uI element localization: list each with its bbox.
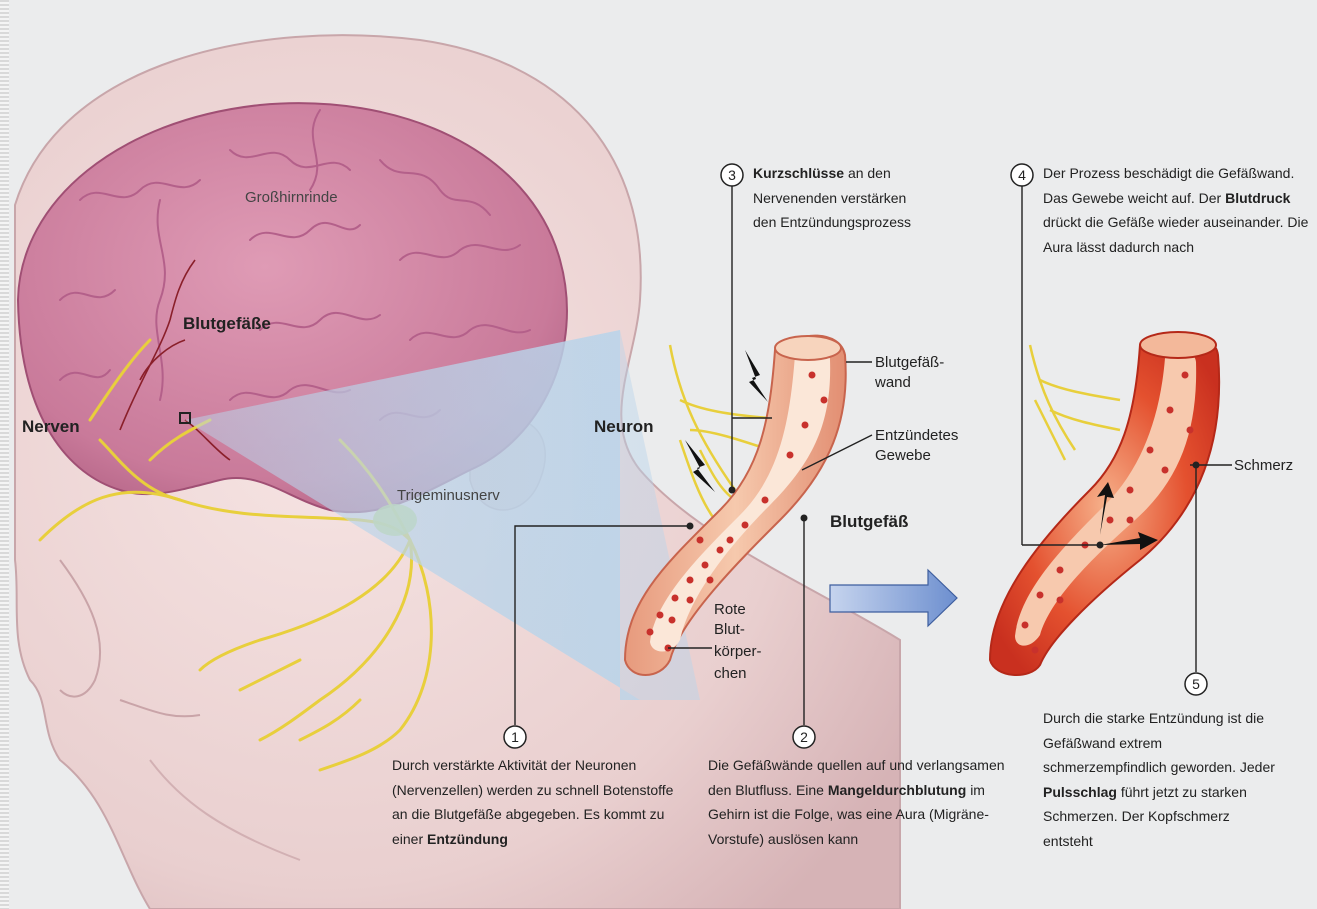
label-trigeminal: Trigeminusnerv — [397, 487, 500, 504]
step-number-3: 3 — [721, 164, 743, 186]
vessel-stage-2 — [990, 332, 1219, 675]
caption-step4: Der Prozess beschädigt die Gefäßwand. Da… — [1043, 161, 1315, 259]
svg-text:4: 4 — [1018, 167, 1026, 183]
caption-step1: Durch verstärkte Aktivität der Neuronen … — [392, 753, 688, 851]
label-cortex: Großhirnrinde — [245, 189, 338, 206]
dot-step3 — [729, 487, 736, 494]
dot-step5 — [1193, 462, 1200, 469]
label-rbc-3: körper- — [714, 643, 762, 660]
neuron-fibers-2 — [1030, 345, 1120, 460]
lightning-bolt-1 — [745, 350, 768, 402]
label-rbc-4: chen — [714, 665, 747, 682]
step-number-5: 5 — [1185, 673, 1207, 695]
label-neuron: Neuron — [594, 417, 654, 436]
caption-step3: Kurzschlüsse an den Nervenenden verstärk… — [753, 161, 933, 235]
label-vessel-wall-1: Blutgefäß- — [875, 354, 944, 371]
caption-step3-bold: Kurzschlüsse — [753, 165, 844, 181]
label-nerves: Nerven — [22, 417, 80, 436]
label-inflamed-1: Entzündetes — [875, 427, 958, 444]
step-number-2: 2 — [793, 726, 815, 748]
label-rbc-2: Blut- — [714, 621, 745, 638]
svg-text:5: 5 — [1192, 676, 1200, 692]
label-blood-vessels: Blutgefäße — [183, 314, 271, 333]
step-number-1: 1 — [504, 726, 526, 748]
caption-step5-text: Durch die starke Entzündung ist die Gefä… — [1043, 710, 1275, 775]
vessel-1-opening — [775, 336, 841, 360]
caption-step4-text-end: drückt die Gefäße wieder auseinander. Di… — [1043, 214, 1308, 255]
svg-text:3: 3 — [728, 167, 736, 183]
label-vessel-wall-2: wand — [874, 374, 911, 391]
svg-text:1: 1 — [511, 729, 519, 745]
dot-step1 — [687, 523, 694, 530]
label-rbc-1: Rote — [714, 601, 746, 618]
caption-step2-bold: Mangeldurchblutung — [828, 782, 966, 798]
caption-step1-bold: Entzündung — [427, 831, 508, 847]
label-pain: Schmerz — [1234, 457, 1293, 474]
step-number-4: 4 — [1011, 164, 1033, 186]
caption-step5-bold: Pulsschlag — [1043, 784, 1117, 800]
dot-step2 — [801, 515, 808, 522]
caption-step2: Die Gefäßwände quellen auf und verlangsa… — [708, 753, 1008, 851]
label-blood-vessel: Blutgefäß — [830, 512, 908, 531]
svg-text:2: 2 — [800, 729, 808, 745]
caption-step5: Durch die starke Entzündung ist die Gefä… — [1043, 706, 1281, 853]
caption-step4-bold: Blutdruck — [1225, 190, 1290, 206]
label-inflamed-2: Gewebe — [875, 447, 931, 464]
vessel-2-opening — [1140, 332, 1216, 358]
dot-step4 — [1097, 542, 1104, 549]
